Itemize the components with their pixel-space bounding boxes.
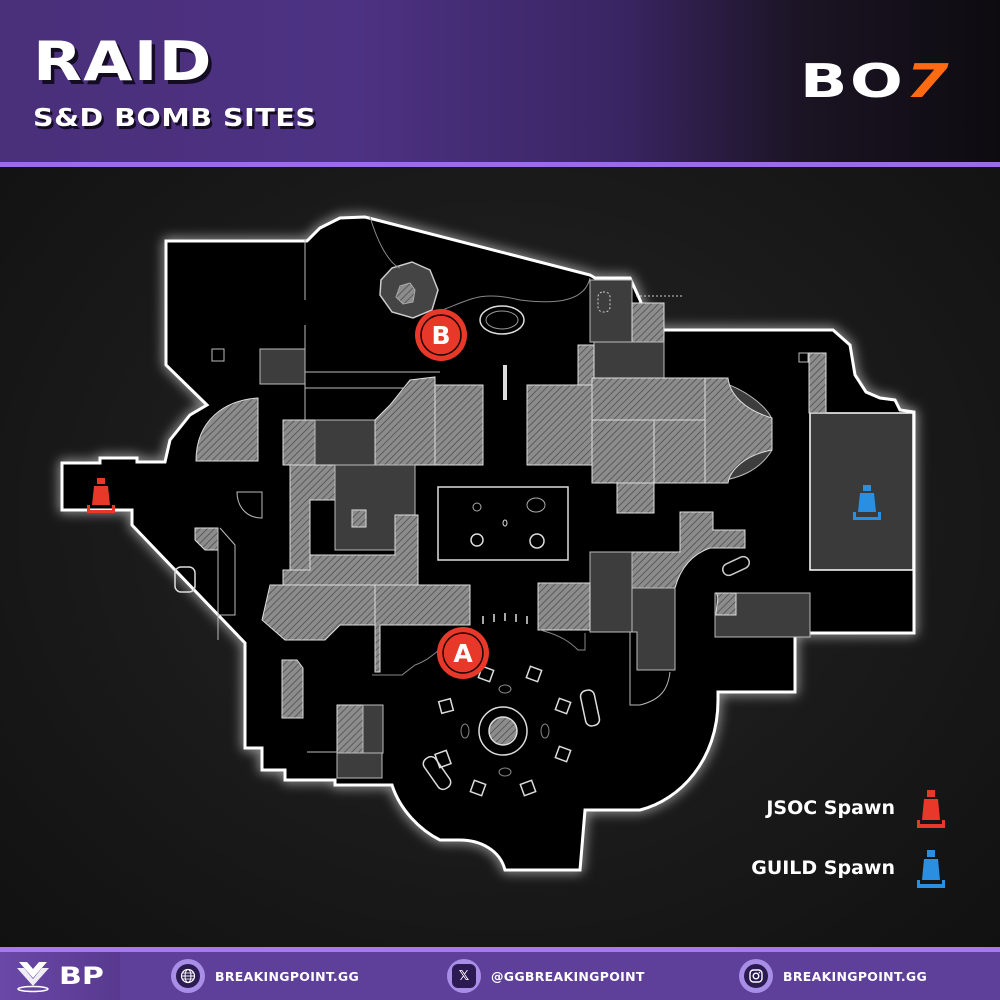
path-line: [369, 216, 401, 269]
legend-label: JSOC Spawn: [766, 797, 895, 819]
bp-logo-icon: [17, 962, 49, 993]
hatched-building: [653, 419, 706, 484]
stairs: [482, 613, 528, 624]
building: [336, 752, 383, 779]
path-line: [539, 629, 586, 651]
hatched-building: [195, 397, 259, 462]
bomb-site-b-label: B: [431, 321, 450, 350]
jsoc-spawn-icon: [917, 790, 945, 828]
pillar: [472, 502, 482, 512]
game-logo-accent: 7: [905, 54, 952, 108]
globe-icon: [171, 959, 205, 993]
footer-divider: [0, 947, 1000, 952]
building: [631, 587, 676, 671]
hatched-building: [714, 592, 737, 616]
hatched-building: [434, 384, 484, 466]
table: [597, 291, 611, 313]
pillar: [526, 497, 546, 513]
footer-link-website[interactable]: BREAKINGPOINT.GG: [171, 958, 359, 994]
center-room: [437, 486, 569, 561]
pillar: [529, 533, 545, 549]
pillar: [798, 352, 809, 363]
guild-spawn-marker: [853, 485, 881, 520]
building: [589, 551, 633, 633]
hatched-building: [591, 419, 655, 484]
footer-bar: [0, 947, 1000, 1000]
hatched-building: [591, 377, 706, 421]
x-icon: 𝕏: [447, 959, 481, 993]
north-fountain-inner: [485, 310, 519, 330]
legend-label: GUILD Spawn: [751, 857, 895, 879]
north-fountain: [479, 305, 525, 335]
game-logo: BO7: [800, 58, 951, 104]
b-octagon-core: [395, 282, 416, 305]
hatched-building: [194, 527, 219, 551]
instagram-icon: [739, 959, 773, 993]
a-plaza-benches: [460, 684, 550, 777]
footer-brand[interactable]: BP: [0, 952, 120, 1000]
legend-item-guild: GUILD Spawn: [751, 848, 945, 888]
map-title: RAID: [33, 30, 213, 93]
building: [593, 341, 665, 380]
hatched-building: [281, 659, 304, 719]
building: [714, 592, 811, 638]
bomb-site-b[interactable]: B: [415, 309, 467, 361]
guild-spawn-icon: [917, 850, 945, 888]
planter: [174, 566, 196, 593]
footer-link-x[interactable]: 𝕏 @GGBREAKINGPOINT: [447, 958, 645, 994]
path-line: [436, 277, 591, 313]
hatched-building: [374, 584, 471, 673]
pillar: [502, 519, 508, 527]
bomb-site-a[interactable]: A: [437, 627, 489, 679]
hatched-building: [282, 419, 316, 466]
hatched-building: [616, 482, 655, 514]
footer-link-label: BREAKINGPOINT.GG: [215, 968, 360, 984]
building: [314, 419, 376, 466]
header-banner: [0, 0, 1000, 163]
hatched-building: [526, 384, 593, 466]
map-subtitle: S&D BOMB SITES: [33, 103, 317, 132]
hatched-building: [336, 704, 364, 754]
door-arc: [236, 491, 263, 519]
bomb-site-a-label: A: [453, 639, 473, 668]
wall: [629, 632, 671, 706]
legend-item-jsoc: JSOC Spawn: [766, 788, 945, 828]
hatched-pillar: [351, 509, 367, 528]
building: [259, 348, 306, 385]
footer-link-label: @GGBREAKINGPOINT: [491, 968, 645, 984]
pillar: [211, 348, 225, 362]
footer-link-instagram[interactable]: BREAKINGPOINT.GG: [739, 958, 927, 994]
game-logo-text: BO: [800, 54, 906, 108]
planter: [721, 555, 751, 577]
footer-link-label: BREAKINGPOINT.GG: [783, 968, 928, 984]
building: [589, 279, 633, 343]
footer-brand-text: BP: [59, 962, 104, 990]
pillar: [470, 533, 484, 547]
a-plaza: [422, 665, 601, 797]
wall: [218, 527, 236, 616]
jsoc-spawn-marker: [87, 478, 115, 513]
building: [362, 704, 384, 754]
guild-spawn-room: [809, 412, 914, 571]
hatched-building: [808, 352, 827, 414]
hatched-building: [704, 377, 773, 484]
header-divider: [0, 162, 1000, 167]
hatched-building: [537, 582, 591, 631]
